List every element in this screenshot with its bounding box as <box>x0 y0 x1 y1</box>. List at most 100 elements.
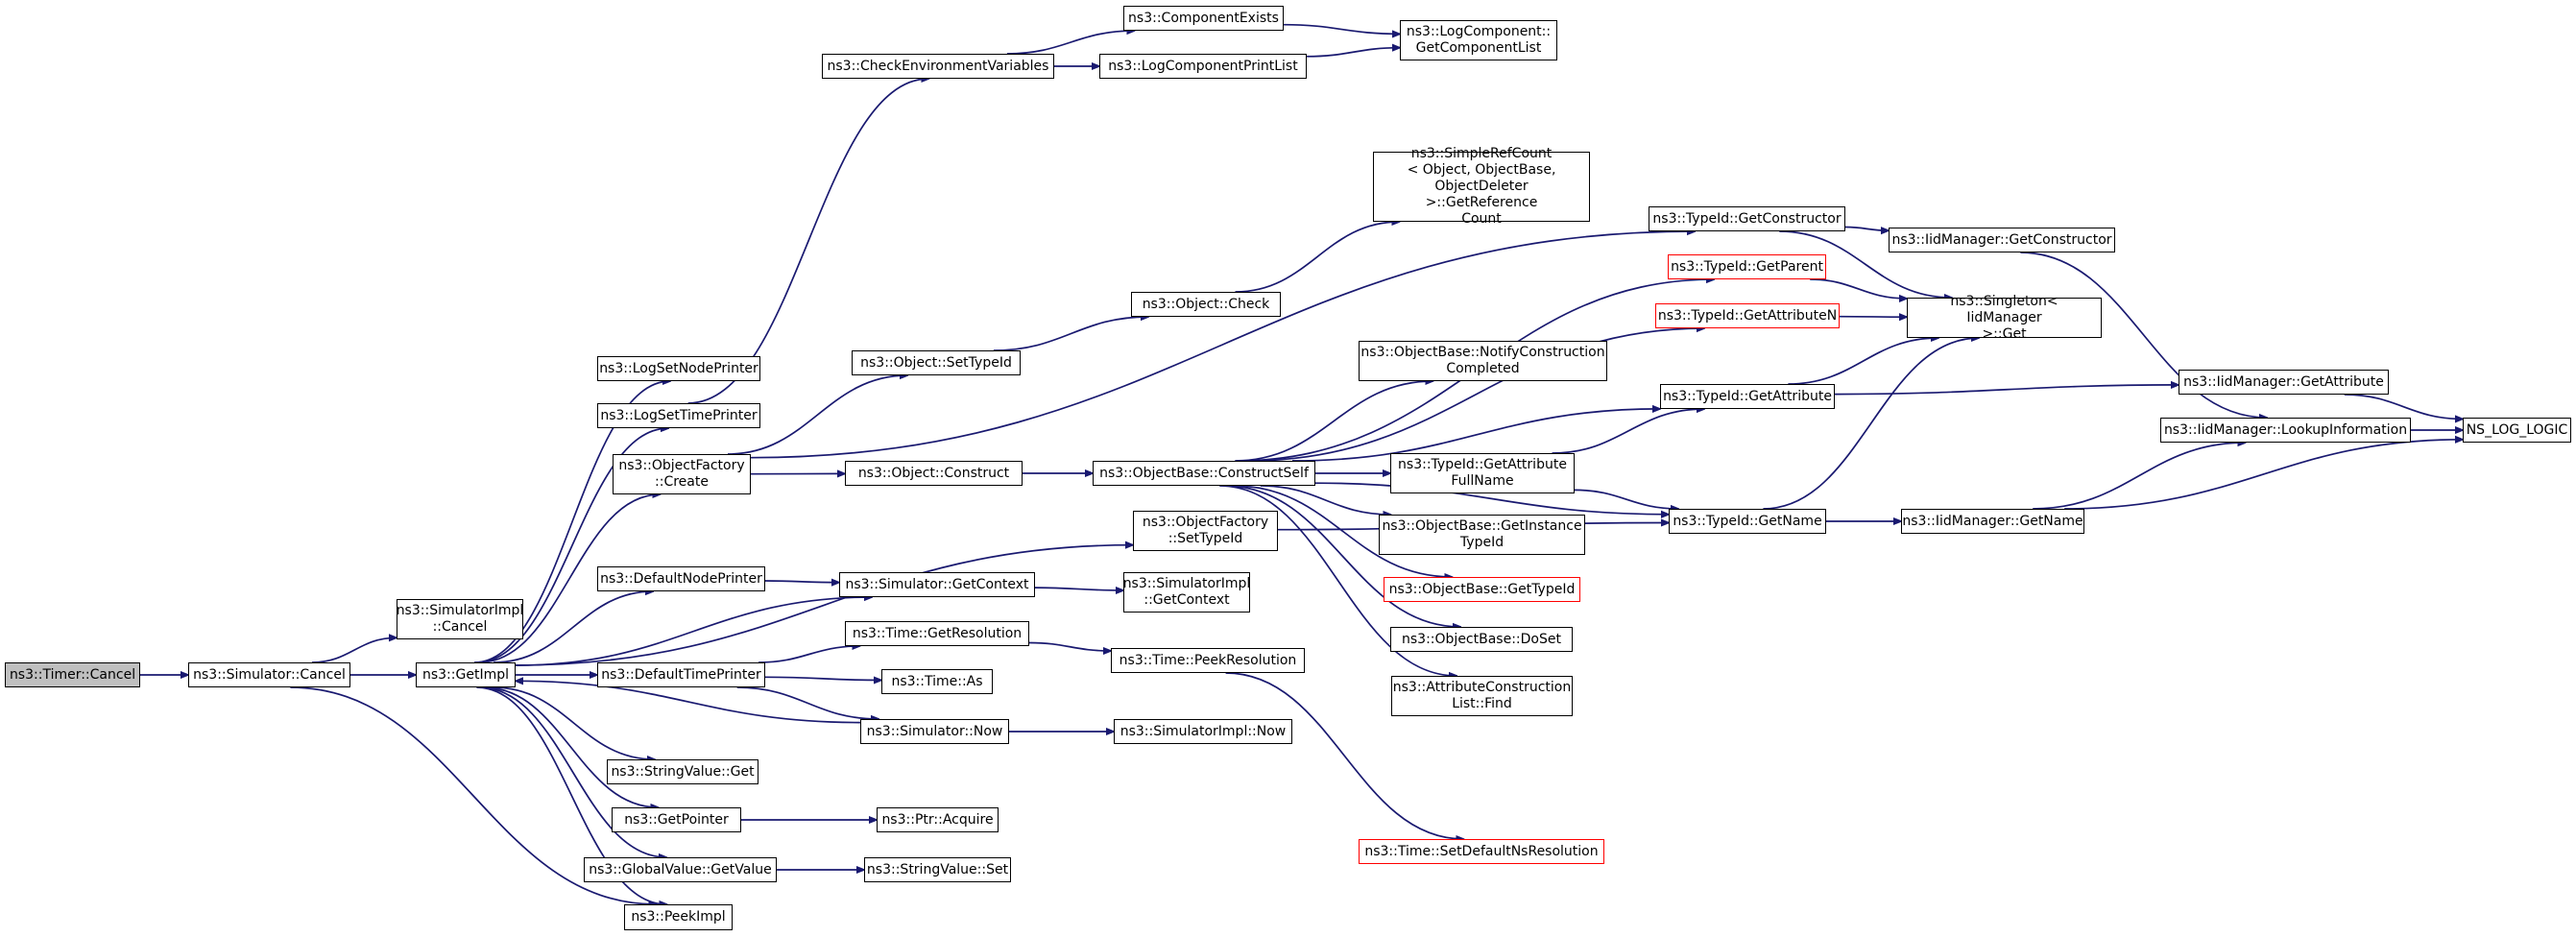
edge-sim_now-to-getimpl <box>516 681 861 724</box>
edge-getimpl-to-sim_getcontext <box>515 597 872 666</box>
node-componentexists[interactable]: ns3::ComponentExists <box>1123 6 1284 31</box>
edge-getimpl-to-logsettime <box>475 428 669 663</box>
node-getimpl[interactable]: ns3::GetImpl <box>416 662 516 687</box>
edge-typeid_getconstructor-to-singleton_get <box>1779 230 1952 298</box>
node-sim-now[interactable]: ns3::Simulator::Now <box>860 719 1009 744</box>
edge-defaulttime-to-sim_now <box>736 686 879 719</box>
node-typeid-getattribute[interactable]: ns3::TypeId::GetAttribute <box>1660 384 1835 409</box>
node-timer-cancel[interactable]: ns3::Timer::Cancel <box>5 662 140 687</box>
edge-typeid_getattributen-to-singleton_get <box>1839 317 1907 318</box>
node-logcomponentprintlist[interactable]: ns3::LogComponentPrintList <box>1099 54 1307 79</box>
edge-iidmanager_getconstructor-to-iidmanager_lookup <box>2020 252 2267 418</box>
node-object-construct[interactable]: ns3::Object::Construct <box>845 461 1023 486</box>
edge-objbase_constructself-to-objbase_gettypeid <box>1234 485 1452 577</box>
node-defaulttime[interactable]: ns3::DefaultTimePrinter <box>597 662 765 687</box>
edge-iidmanager_getattribute-to-ns_log_logic <box>2344 394 2463 419</box>
edge-getimpl-to-objfactory_create <box>478 494 660 663</box>
edge-getimpl-to-defaultnode <box>494 591 653 663</box>
edge-time_peekres-to-time_setdefaultns <box>1225 672 1464 839</box>
edge-getimpl-to-stringvalue_get <box>494 686 655 759</box>
node-time-setdefaultns[interactable]: ns3::Time::SetDefaultNsResolution <box>1359 839 1604 864</box>
node-objbase-getinstancetypeid[interactable]: ns3::ObjectBase::GetInstance TypeId <box>1379 515 1585 555</box>
node-simplerefcount[interactable]: ns3::SimpleRefCount < Object, ObjectBase… <box>1373 146 1590 227</box>
edge-iidmanager_getname-to-iidmanager_lookup <box>2033 443 2246 510</box>
edge-object_settypeid-to-object_check <box>993 317 1148 351</box>
node-sim-cancel[interactable]: ns3::Simulator::Cancel <box>188 662 350 687</box>
edge-sim_getcontext-to-simimpl_getcontext <box>1034 588 1123 590</box>
node-ptr-acquire[interactable]: ns3::Ptr::Acquire <box>877 807 999 832</box>
edge-objbase_constructself-to-attrconstruct_find <box>1219 485 1457 676</box>
node-logsettime[interactable]: ns3::LogSetTimePrinter <box>597 403 760 428</box>
node-simimpl-now[interactable]: ns3::SimulatorImpl::Now <box>1114 719 1292 744</box>
node-objfactory-settypeid[interactable]: ns3::ObjectFactory ::SetTypeId <box>1133 511 1278 551</box>
node-logcomponent-getlist[interactable]: ns3::LogComponent:: GetComponentList <box>1400 20 1557 60</box>
node-objbase-doset[interactable]: ns3::ObjectBase::DoSet <box>1390 627 1573 652</box>
node-typeid-getconstructor[interactable]: ns3::TypeId::GetConstructor <box>1649 206 1845 231</box>
edge-objbase_constructself-to-objbase_notify <box>1235 381 1432 462</box>
edge-getimpl-to-getpointer <box>483 686 659 807</box>
node-peekimpl[interactable]: ns3::PeekImpl <box>624 904 733 930</box>
node-time-getres[interactable]: ns3::Time::GetResolution <box>845 621 1029 646</box>
node-iidmanager-lookup[interactable]: ns3::IidManager::LookupInformation <box>2160 418 2411 443</box>
node-singleton-get[interactable]: ns3::Singleton< IidManager >::Get <box>1907 294 2102 342</box>
edge-iidmanager_getname-to-ns_log_logic <box>2064 440 2463 510</box>
node-object-check[interactable]: ns3::Object::Check <box>1131 292 1281 317</box>
node-object-settypeid[interactable]: ns3::Object::SetTypeId <box>852 350 1021 375</box>
node-attrconstruct-find[interactable]: ns3::AttributeConstruction List::Find <box>1391 676 1573 716</box>
edge-logcomponentprintlist-to-logcomponent_getlist <box>1306 48 1400 58</box>
edge-sim_cancel-to-peekimpl <box>290 686 656 904</box>
node-time-as[interactable]: ns3::Time::As <box>881 669 993 694</box>
edge-typeid_getattrfullname-to-typeid_getname <box>1574 489 1678 509</box>
edge-time_getres-to-time_peekres <box>1028 641 1111 652</box>
edge-objbase_constructself-to-objbase_doset <box>1224 485 1461 627</box>
node-objbase-gettypeid[interactable]: ns3::ObjectBase::GetTypeId <box>1384 577 1580 602</box>
node-typeid-getattributen[interactable]: ns3::TypeId::GetAttributeN <box>1655 303 1840 328</box>
node-typeid-getattrfullname[interactable]: ns3::TypeId::GetAttribute FullName <box>1390 453 1575 493</box>
edge-typeid_getname-to-singleton_get <box>1763 338 1979 510</box>
node-stringvalue-get[interactable]: ns3::StringValue::Get <box>607 759 758 784</box>
node-typeid-getname[interactable]: ns3::TypeId::GetName <box>1669 509 1826 534</box>
edge-typeid_getattrfullname-to-typeid_getattribute <box>1552 409 1705 454</box>
node-iidmanager-getconstructor[interactable]: ns3::IidManager::GetConstructor <box>1889 228 2115 252</box>
node-getpointer[interactable]: ns3::GetPointer <box>612 807 741 832</box>
edge-objfactory_create-to-object_settypeid <box>727 375 907 455</box>
edge-getimpl-to-objfactory_settypeid <box>515 545 1133 666</box>
edge-objbase_constructself-to-typeid_getname <box>1314 482 1669 515</box>
edge-getimpl-to-peekimpl <box>476 686 666 904</box>
edge-objbase_constructself-to-objbase_getinstancetypeid <box>1260 485 1391 515</box>
node-simimpl-cancel[interactable]: ns3::SimulatorImpl ::Cancel <box>397 599 523 639</box>
edge-sim_cancel-to-simimpl_cancel <box>311 637 397 663</box>
edge-object_check-to-simplerefcount <box>1235 222 1400 293</box>
node-defaultnode[interactable]: ns3::DefaultNodePrinter <box>597 566 765 591</box>
node-typeid-getparent[interactable]: ns3::TypeId::GetParent <box>1668 254 1826 279</box>
edge-checkenv-to-componentexists <box>1006 31 1135 55</box>
edge-typeid_getattribute-to-iidmanager_getattribute <box>1834 385 2179 396</box>
edge-componentexists-to-logcomponent_getlist <box>1283 23 1400 35</box>
node-iidmanager-getattribute[interactable]: ns3::IidManager::GetAttribute <box>2179 370 2389 395</box>
node-time-peekres[interactable]: ns3::Time::PeekResolution <box>1111 648 1305 673</box>
edge-getimpl-to-globalvalue_get <box>479 686 666 857</box>
edge-logsettime-to-checkenv <box>687 79 929 404</box>
node-simimpl-getcontext[interactable]: ns3::SimulatorImpl ::GetContext <box>1123 572 1250 613</box>
edge-typeid_getparent-to-singleton_get <box>1810 278 1907 299</box>
edge-objbase_constructself-to-typeid_getattribute <box>1291 409 1660 462</box>
edge-getimpl-to-logsetnode <box>473 381 670 663</box>
node-checkenv[interactable]: ns3::CheckEnvironmentVariables <box>822 54 1054 79</box>
node-ns-log-logic[interactable]: NS_LOG_LOGIC <box>2463 418 2571 443</box>
node-stringvalue-set[interactable]: ns3::StringValue::Set <box>864 857 1011 882</box>
edge-objfactory_create-to-typeid_getconstructor <box>750 231 1695 459</box>
edge-objbase_constructself-to-typeid_getattributen <box>1246 328 1704 462</box>
node-objfactory-create[interactable]: ns3::ObjectFactory ::Create <box>613 454 751 494</box>
node-objbase-constructself[interactable]: ns3::ObjectBase::ConstructSelf <box>1093 461 1315 486</box>
edge-typeid_getconstructor-to-iidmanager_getconstructor <box>1844 226 1889 231</box>
node-iidmanager-getname[interactable]: ns3::IidManager::GetName <box>1901 509 2084 534</box>
node-logsetnode[interactable]: ns3::LogSetNodePrinter <box>597 356 760 381</box>
edge-defaultnode-to-sim_getcontext <box>764 581 839 583</box>
node-globalvalue-get[interactable]: ns3::GlobalValue::GetValue <box>584 857 777 882</box>
edge-defaulttime-to-time_as <box>764 677 881 680</box>
node-sim-getcontext[interactable]: ns3::Simulator::GetContext <box>839 572 1035 597</box>
edge-defaulttime-to-time_getres <box>758 646 859 663</box>
node-objbase-notify[interactable]: ns3::ObjectBase::NotifyConstruction Comp… <box>1359 341 1607 381</box>
